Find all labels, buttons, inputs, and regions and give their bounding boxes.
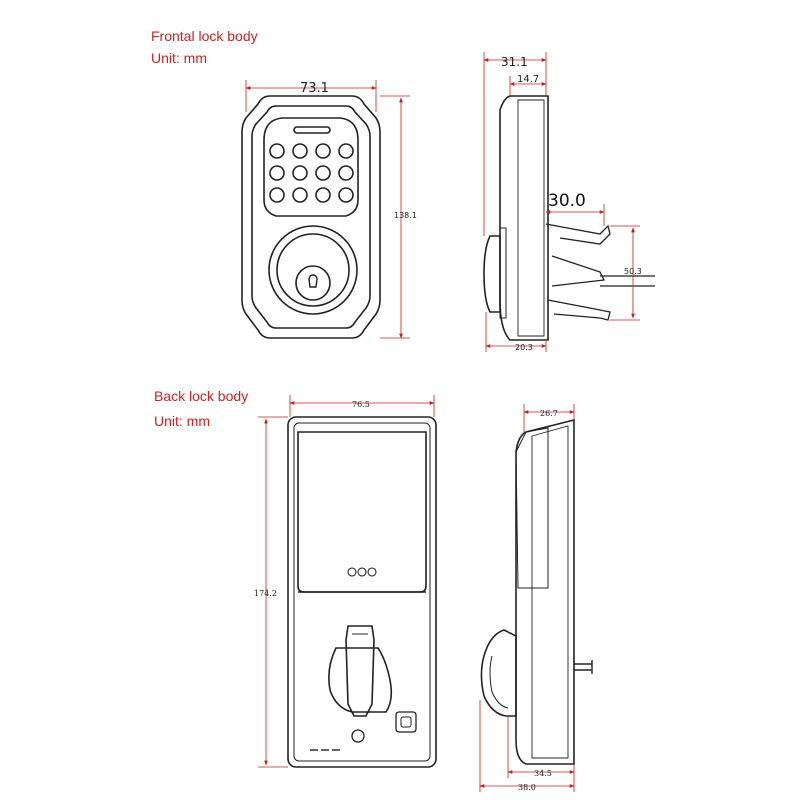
lock-cylinder: [295, 265, 331, 301]
fingerprint-button: [395, 711, 417, 733]
front-width-dim: 73.1: [300, 81, 329, 96]
keypad-key: [315, 187, 331, 203]
keypad-key: [315, 165, 331, 181]
base-depth-dim: 20.3: [515, 343, 533, 352]
front-side-collar: [499, 227, 507, 319]
keypad-key: [338, 143, 354, 159]
back-lock-front-view: [287, 416, 437, 768]
thumbturn-lever: [345, 625, 375, 717]
keypad-key: [269, 187, 285, 203]
lock-ring-outer: [268, 225, 358, 315]
led-dot: [347, 567, 357, 577]
front-side-dimensions: [483, 52, 640, 352]
keypad-key: [338, 187, 354, 203]
front-side-inner: [517, 99, 545, 337]
back-outer-outline: [287, 416, 437, 768]
back-bottom-inner-dim: 34.5: [534, 769, 552, 778]
tailpiece-mid: [551, 255, 605, 287]
front-lock-side-view: [483, 95, 655, 341]
thumbturn-base: [328, 647, 393, 713]
tailpiece-upper: [545, 223, 611, 245]
tailpiece-lower: [547, 299, 611, 321]
back-side-body: [515, 418, 575, 765]
keypad-key: [269, 165, 285, 181]
back-height-dim: 174.2: [254, 589, 277, 598]
keypad-indicator-bar: [293, 126, 331, 134]
keypad-key: [292, 143, 308, 159]
front-lock-front-view: [241, 95, 381, 339]
front-plate-depth-dim: 14.7: [517, 74, 539, 85]
back-bottom-outer-dim: 38.0: [518, 783, 536, 792]
keyhole-icon: [308, 274, 318, 288]
back-thumbturn-side: [480, 629, 517, 717]
front-depth-dim: 31.1: [501, 55, 528, 69]
front-inner-outline: [251, 105, 371, 329]
led-dot: [367, 567, 377, 577]
keypad-key: [292, 165, 308, 181]
back-lock-side-view: [480, 418, 593, 765]
back-width-dim: 76.5: [352, 400, 370, 409]
back-unit: Unit: mm: [154, 413, 210, 429]
tailpiece-width-dim: 30.0: [548, 191, 586, 211]
keypad-key: [338, 165, 354, 181]
tailpiece-height-dim: 50.3: [624, 267, 642, 276]
front-side-body: [499, 95, 549, 341]
back-top-depth-dim: 26.7: [540, 409, 558, 418]
keypad-key: [292, 187, 308, 203]
front-side-base: [483, 235, 501, 313]
reset-button: [351, 729, 365, 743]
front-height-dim: 138.1: [394, 211, 417, 220]
back-inner-outline: [293, 422, 431, 762]
back-side-top-notch: [515, 427, 549, 589]
back-thumbturn-side-inner: [489, 655, 509, 709]
back-dimensions: [258, 395, 435, 768]
front-panel-border: [263, 117, 359, 217]
front-outer-outline: [241, 95, 381, 339]
lock-ring-inner: [276, 233, 350, 307]
keypad-key: [269, 143, 285, 159]
keypad-key: [315, 143, 331, 159]
front-title: Frontal lock body: [151, 28, 258, 44]
back-side-dimensions: [479, 404, 575, 792]
fingerprint-inner: [400, 716, 412, 728]
back-title: Back lock body: [154, 388, 249, 404]
led-dot: [357, 567, 367, 577]
front-dimensions: [245, 80, 410, 339]
back-side-inner: [531, 425, 569, 759]
front-unit: Unit: mm: [151, 50, 207, 66]
